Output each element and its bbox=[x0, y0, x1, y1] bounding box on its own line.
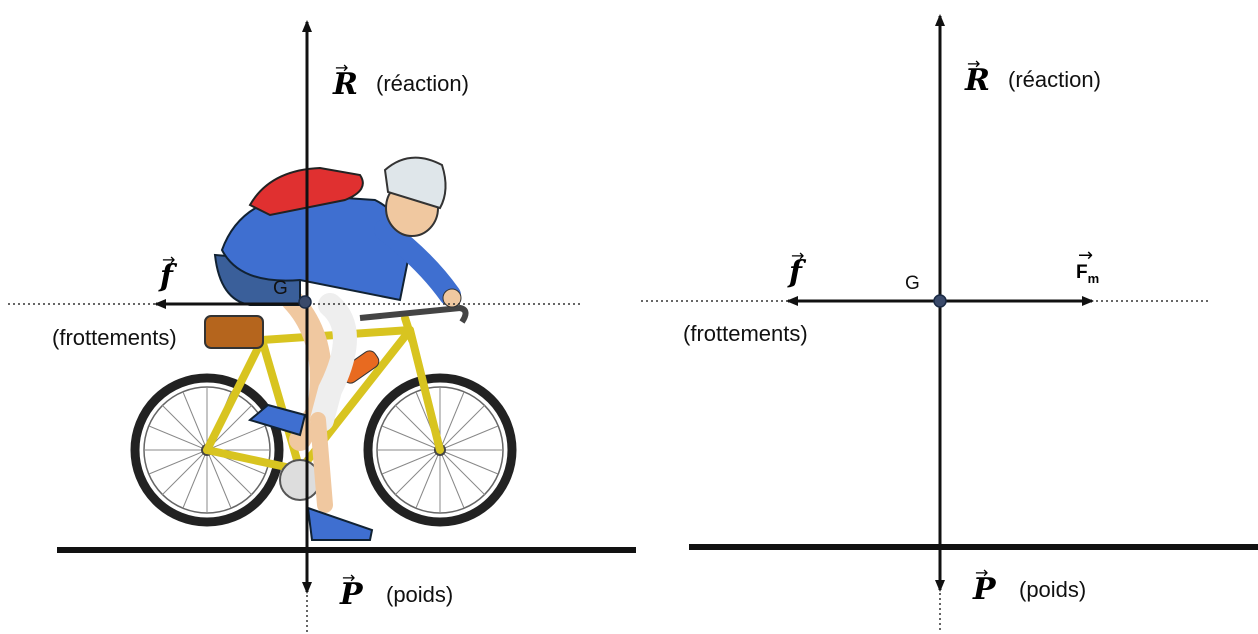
motor-force-symbol: → Fm bbox=[1076, 245, 1100, 286]
reaction-label: (réaction) bbox=[376, 71, 469, 96]
friction-label: (frottements) bbox=[683, 321, 808, 346]
saddle-bag bbox=[204, 315, 264, 349]
force-diagram: → R (réaction) → f (frottements) G → Fm … bbox=[629, 0, 1258, 634]
center-of-gravity-point bbox=[298, 295, 312, 309]
cyclist-diagram-svg bbox=[8, 20, 636, 632]
force-diagram-svg bbox=[641, 14, 1258, 632]
helmet bbox=[383, 156, 447, 210]
center-of-gravity-label: G bbox=[905, 273, 920, 294]
hand bbox=[442, 288, 462, 308]
arm bbox=[374, 219, 461, 306]
reaction-symbol: → R bbox=[333, 58, 358, 102]
friction-label: (frottements) bbox=[52, 325, 177, 350]
reaction-symbol: → R bbox=[965, 54, 990, 98]
shin bbox=[310, 412, 333, 513]
handlebars bbox=[359, 304, 469, 324]
center-of-gravity-point bbox=[933, 294, 947, 308]
cyclist-force-diagram: → R (réaction) → f (frottements) G → P (… bbox=[8, 20, 636, 632]
shoe-rear bbox=[247, 403, 307, 437]
friction-symbol: → f bbox=[160, 250, 176, 294]
weight-label: (poids) bbox=[386, 582, 454, 607]
weight-symbol: → P bbox=[340, 568, 363, 612]
knee-pad bbox=[310, 293, 357, 432]
weight-label: (poids) bbox=[1019, 577, 1087, 602]
reaction-label: (réaction) bbox=[1008, 67, 1101, 92]
friction-symbol: → f bbox=[789, 246, 805, 290]
weight-symbol: → P bbox=[973, 563, 996, 607]
shoe-front bbox=[306, 506, 374, 541]
center-of-gravity-label: G bbox=[273, 278, 288, 299]
cyclist-illustration bbox=[130, 156, 517, 541]
